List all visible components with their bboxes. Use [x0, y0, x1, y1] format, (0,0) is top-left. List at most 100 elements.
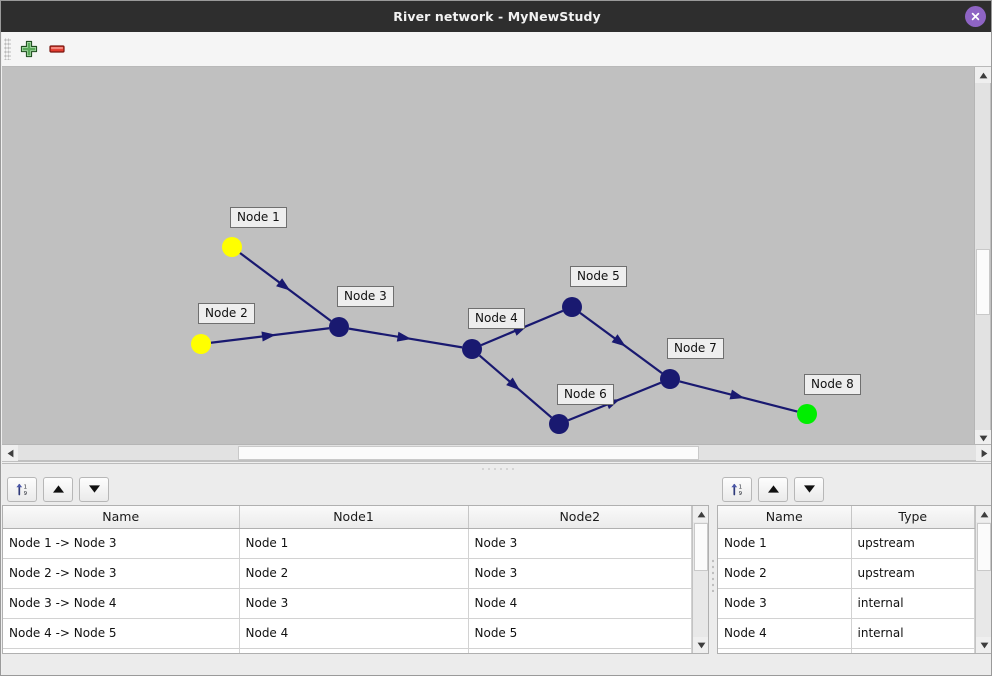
branch-table-cell[interactable]: Node 4: [468, 588, 692, 619]
branch-move-down-button[interactable]: [79, 476, 109, 502]
branch-table-cell[interactable]: Node 4: [239, 618, 469, 649]
scroll-up-arrow-icon[interactable]: [975, 67, 991, 83]
node-table-cell[interactable]: Node 4: [718, 618, 852, 649]
arrow-down-icon: [88, 485, 100, 493]
branch-table-column-header[interactable]: Node1: [239, 506, 469, 529]
branch-table-cell[interactable]: [239, 648, 469, 653]
scroll-up-arrow-icon[interactable]: [976, 506, 991, 522]
branch-table-cell[interactable]: Node 3: [468, 528, 692, 559]
toolbar-drag-handle[interactable]: [4, 38, 11, 60]
node-table-cell[interactable]: [718, 648, 852, 653]
arrow-up-icon: [767, 485, 779, 493]
branch-table-cell[interactable]: [468, 648, 692, 653]
branch-table-cell[interactable]: Node 5: [468, 618, 692, 649]
node-table-cell[interactable]: Node 2: [718, 558, 852, 589]
graph-node-node-1[interactable]: [222, 237, 242, 257]
node-table-row[interactable]: [718, 648, 975, 653]
node-sort-az-icon[interactable]: 1 9: [722, 476, 752, 502]
scroll-up-arrow-icon[interactable]: [693, 506, 708, 522]
graph-horizontal-scrollbar[interactable]: [2, 444, 991, 461]
graph-node-label-node-1[interactable]: Node 1: [230, 207, 287, 228]
graph-node-node-5[interactable]: [562, 297, 582, 317]
branch-table-toolbar: 1 9: [2, 473, 709, 505]
branch-move-up-button[interactable]: [43, 476, 73, 502]
graph-vscroll-thumb[interactable]: [976, 249, 990, 315]
scroll-down-arrow-icon[interactable]: [975, 430, 991, 446]
branch-table-vertical-scrollbar[interactable]: [692, 506, 708, 653]
node-move-up-button[interactable]: [758, 476, 788, 502]
graph-node-node-3[interactable]: [329, 317, 349, 337]
add-node-button[interactable]: [15, 35, 43, 63]
node-table-toolbar: 1 9: [717, 473, 991, 505]
graph-node-node-2[interactable]: [191, 334, 211, 354]
scroll-down-arrow-icon[interactable]: [693, 637, 708, 653]
graph-hscroll-thumb[interactable]: [238, 446, 699, 460]
branch-table-cell[interactable]: Node 2: [239, 558, 469, 589]
graph-node-label-node-8[interactable]: Node 8: [804, 374, 861, 395]
branch-table-cell[interactable]: Node 3 -> Node 4: [3, 588, 240, 619]
graph-edge-arrow-icon: [261, 331, 276, 342]
graph-node-node-7[interactable]: [660, 369, 680, 389]
node-move-down-button[interactable]: [794, 476, 824, 502]
branch-table-column-header[interactable]: Node2: [468, 506, 692, 529]
node-table-cell[interactable]: upstream: [851, 528, 975, 559]
node-table-cell[interactable]: upstream: [851, 558, 975, 589]
graph-node-label-node-2[interactable]: Node 2: [198, 303, 255, 324]
scroll-right-arrow-icon[interactable]: [976, 445, 991, 461]
branch-table-cell[interactable]: Node 2 -> Node 3: [3, 558, 240, 589]
branch-table-cell[interactable]: Node 4 -> Node 5: [3, 618, 240, 649]
graph-node-label-node-4[interactable]: Node 4: [468, 308, 525, 329]
river-network-graph[interactable]: Node 1 Node 2 Node 3 Node 4 Node 5 Node 6 Node…: [2, 67, 991, 462]
graph-node-node-8[interactable]: [797, 404, 817, 424]
branch-table-cell[interactable]: Node 3: [468, 558, 692, 589]
branch-table-cell[interactable]: Node 1 -> Node 3: [3, 528, 240, 559]
branch-table-cell[interactable]: [3, 648, 240, 653]
node-table-column-header[interactable]: Type: [851, 506, 975, 529]
branch-table-row[interactable]: [3, 648, 692, 653]
node-table-vscroll-thumb[interactable]: [977, 523, 991, 571]
branch-table-cell[interactable]: Node 3: [239, 588, 469, 619]
branch-table-vscroll-thumb[interactable]: [694, 523, 708, 571]
branch-table-cell[interactable]: Node 1: [239, 528, 469, 559]
graph-edge-arrow-icon: [396, 331, 412, 342]
graph-node-node-4[interactable]: [462, 339, 482, 359]
vertical-splitter[interactable]: [709, 473, 717, 675]
branch-table-column-header[interactable]: Name: [3, 506, 240, 529]
node-table-cell[interactable]: [851, 648, 975, 653]
graph-node-label-node-6[interactable]: Node 6: [557, 384, 614, 405]
node-table-cell[interactable]: internal: [851, 618, 975, 649]
branch-sort-az-icon[interactable]: 1 9: [7, 476, 37, 502]
graph-vertical-scrollbar[interactable]: [974, 67, 991, 446]
horizontal-splitter[interactable]: [2, 463, 991, 473]
remove-node-button[interactable]: [43, 35, 71, 63]
graph-node-node-6[interactable]: [549, 414, 569, 434]
node-table-vertical-scrollbar[interactable]: [975, 506, 991, 653]
graph-node-label-node-7[interactable]: Node 7: [667, 338, 724, 359]
node-table-cell[interactable]: Node 1: [718, 528, 852, 559]
node-table-cell[interactable]: Node 3: [718, 588, 852, 619]
scroll-down-arrow-icon[interactable]: [976, 637, 991, 653]
scroll-left-arrow-icon[interactable]: [2, 445, 18, 461]
node-table-column-header[interactable]: Name: [718, 506, 852, 529]
graph-node-label-node-5[interactable]: Node 5: [570, 266, 627, 287]
close-icon[interactable]: [965, 6, 986, 27]
graph-node-label-node-3[interactable]: Node 3: [337, 286, 394, 307]
node-table-cell[interactable]: internal: [851, 588, 975, 619]
